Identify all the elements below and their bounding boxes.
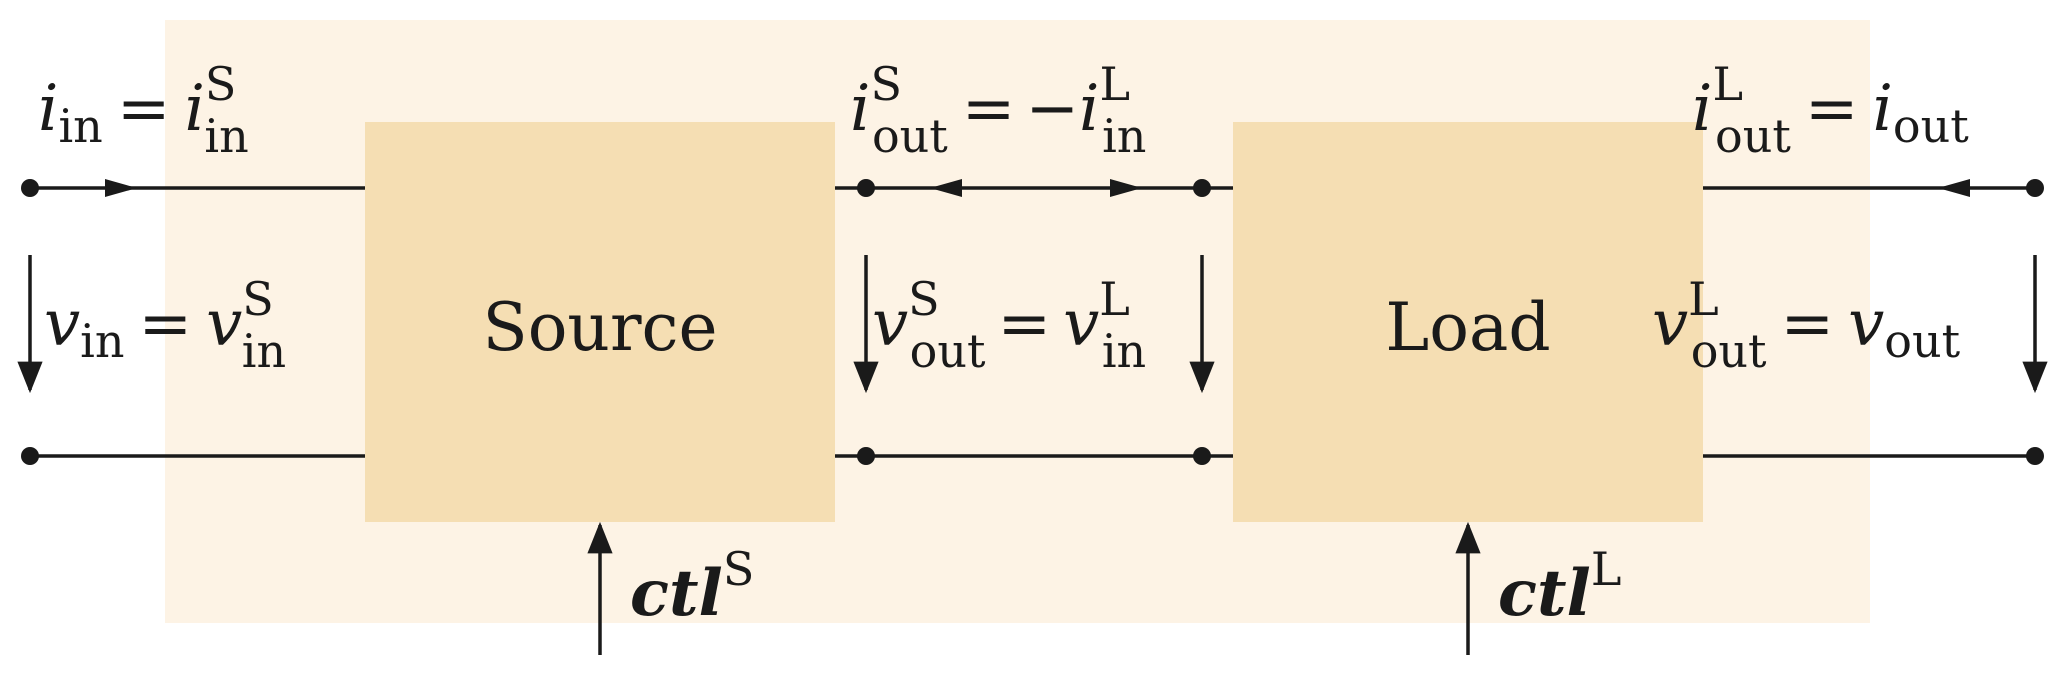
arrow-i-source-out-left — [930, 179, 962, 197]
current-arrows — [105, 179, 1970, 197]
arrow-i-in-right — [105, 179, 137, 197]
label-load-control: ctlL — [1498, 542, 1621, 631]
wires — [30, 186, 2035, 458]
terminal-load-in-bottom — [1193, 447, 1211, 465]
terminal-input-bottom — [21, 447, 39, 465]
terminal-output-bottom — [2026, 447, 2044, 465]
terminal-output-top — [2026, 179, 2044, 197]
terminal-load-in-top — [1193, 179, 1211, 197]
terminal-source-out-bottom — [857, 447, 875, 465]
source-block-label: Source — [482, 289, 717, 366]
terminals — [21, 179, 2044, 465]
source-block — [365, 122, 835, 522]
arrow-i-load-in-right — [1110, 179, 1142, 197]
arrow-i-out-left — [1938, 179, 1970, 197]
load-block-label: Load — [1385, 289, 1550, 366]
load-block — [1233, 122, 1703, 522]
terminal-input-top — [21, 179, 39, 197]
terminal-source-out-top — [857, 179, 875, 197]
label-source-control: ctlS — [630, 542, 754, 631]
voltage-arrows — [17, 255, 2048, 655]
